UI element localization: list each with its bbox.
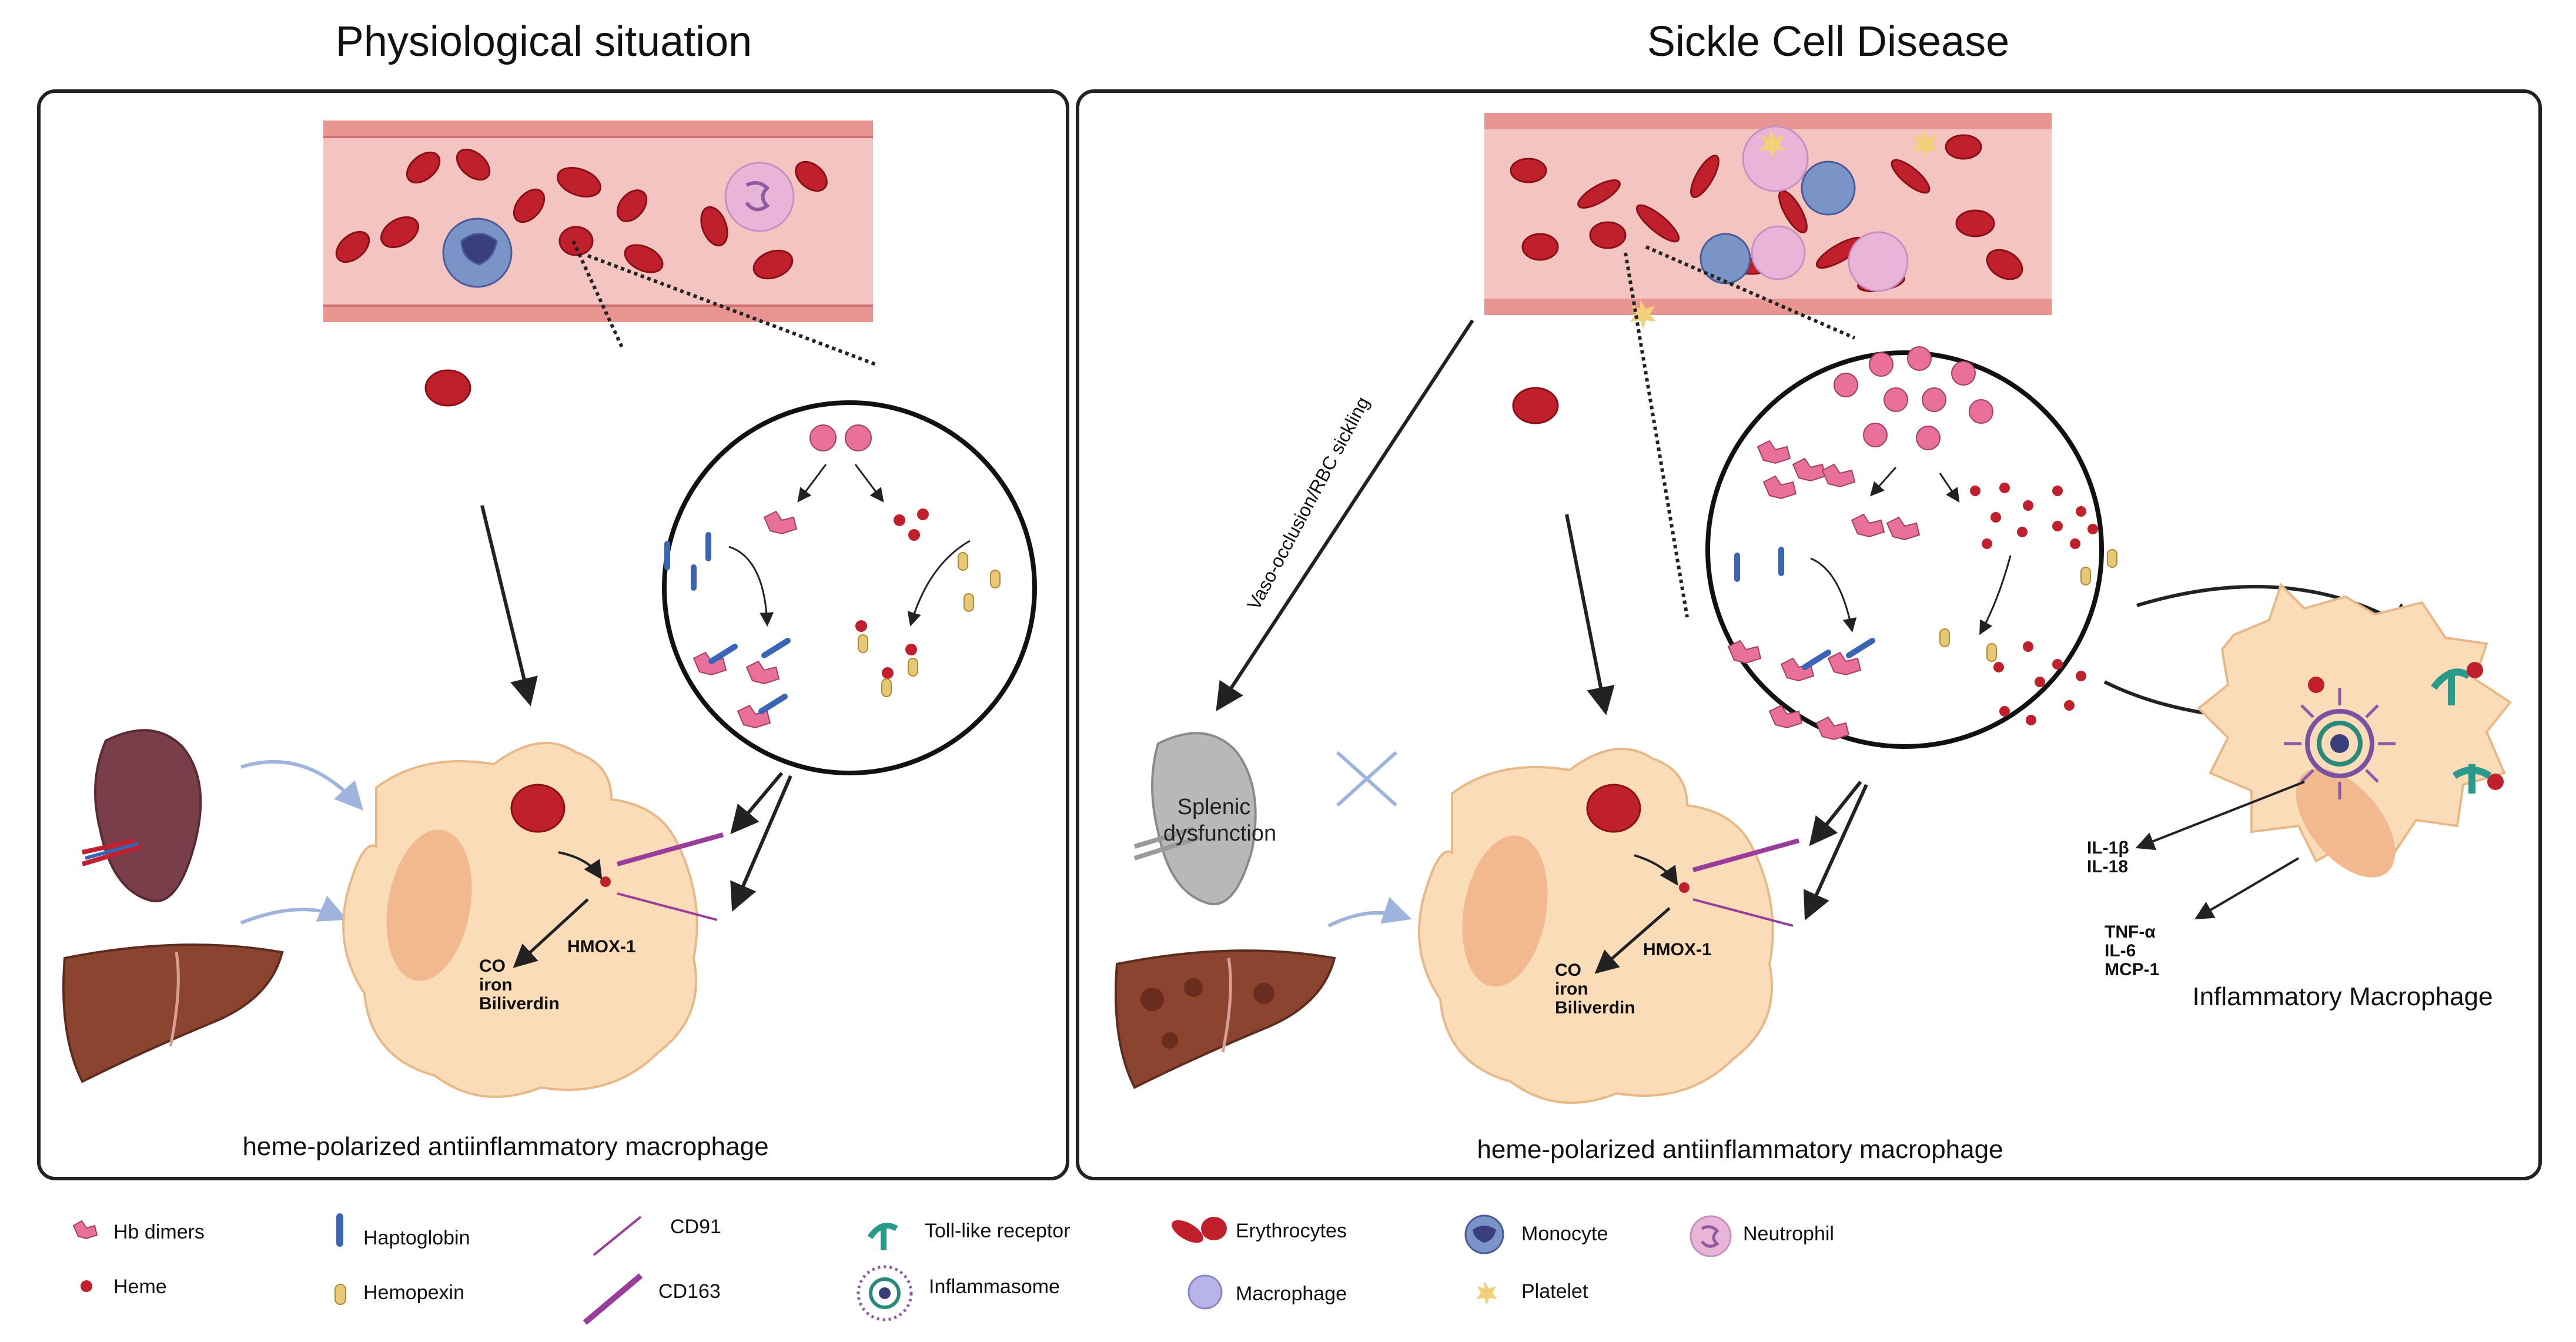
legend-cd91-label: CD91: [670, 1216, 721, 1238]
right-circle-arrow-1: [1809, 781, 1862, 846]
right-hmox-label: HMOX-1: [1643, 940, 1712, 959]
legend-tlr-icon: [867, 1223, 898, 1250]
left-hmox-label: HMOX-1: [567, 937, 636, 956]
right-free-rbc: [1512, 387, 1559, 424]
legend-cd91-icon: [593, 1216, 642, 1256]
right-liver-arrow: [1327, 896, 1412, 928]
right-zoom-circle: [1705, 346, 2117, 749]
legend-monocyte-label: Monocyte: [1521, 1223, 1608, 1245]
legend-hemopexin-label: Hemopexin: [363, 1281, 464, 1304]
left-zoom-circle: [662, 400, 1037, 775]
inflammatory-macrophage: [2197, 583, 2512, 878]
inflammatory-macrophage-label: Inflammatory Macrophage: [2192, 982, 2493, 1011]
left-iron-label: iron: [479, 975, 513, 995]
left-macrophage: [342, 742, 724, 1098]
right-biliverdin-label: Biliverdin: [1555, 998, 1635, 1018]
tnfa-label: TNF-α: [2105, 922, 2156, 942]
legend-macrophage-label: Macrophage: [1236, 1283, 1347, 1305]
il1b-label: IL-1β: [2087, 838, 2129, 858]
legend-neutrophil-icon: [1690, 1215, 1732, 1257]
left-circle-arrow-2: [730, 775, 792, 912]
left-panel-title: Physiological situation: [336, 18, 752, 65]
legend-hemopexin-icon: [334, 1284, 346, 1305]
legend-cd163-label: CD163: [658, 1280, 721, 1303]
left-zoom-line: [571, 240, 877, 366]
left-circle-arrow-1: [730, 772, 784, 835]
legend-neutrophil-label: Neutrophil: [1743, 1223, 1834, 1245]
legend-inflammasome-label: Inflammasome: [929, 1276, 1060, 1298]
right-down-arrow: [1565, 514, 1615, 715]
splenic-label-line2: dysfunction: [1163, 821, 1276, 846]
legend-platelet-icon: [1476, 1281, 1497, 1305]
il18-label: IL-18: [2087, 857, 2128, 876]
blocked-cross-icon: [1336, 751, 1398, 807]
right-co-label: CO: [1555, 961, 1581, 980]
legend-platelet-label: Platelet: [1521, 1280, 1588, 1303]
left-down-arrow: [480, 505, 538, 707]
legend-haptoglobin-label: Haptoglobin: [363, 1227, 470, 1249]
right-macrophage: [1418, 748, 1800, 1104]
spleen-dysfunction-icon: [1133, 732, 1257, 906]
vaso-occlusion-arrow: [1216, 319, 1474, 712]
right-panel-caption: heme-polarized antiinflammatory macropha…: [1477, 1135, 2003, 1164]
right-panel-title: Sickle Cell Disease: [1647, 18, 2009, 65]
il-arrow: [2135, 781, 2305, 851]
mcp1-label: MCP-1: [2105, 960, 2159, 979]
legend-tlr-label: Toll-like receptor: [925, 1220, 1070, 1242]
legend-heme-icon: [81, 1280, 92, 1292]
right-circle-arrow-2: [1804, 784, 1868, 921]
right-iron-label: iron: [1555, 979, 1588, 999]
right-blood-vessel: [1484, 113, 2052, 329]
legend-heme-label: Heme: [113, 1276, 167, 1298]
legend-inflammasome-icon: [857, 1265, 913, 1321]
left-spleen-icon: [81, 729, 202, 903]
left-spleen-arrow: [240, 759, 364, 811]
right-liver-icon: [1115, 949, 1336, 1089]
legend-erythrocytes-icon: [1172, 1217, 1227, 1243]
legend: Hb dimers Heme Haptoglobin Hemopexin CD9…: [72, 1213, 1834, 1325]
left-panel-frame: [37, 89, 1069, 1180]
left-panel-caption: heme-polarized antiinflammatory macropha…: [242, 1132, 768, 1161]
left-blood-vessel: [323, 121, 873, 322]
left-co-label: CO: [479, 956, 506, 976]
left-biliverdin-label: Biliverdin: [479, 994, 560, 1013]
legend-erythrocytes-label: Erythrocytes: [1236, 1220, 1347, 1242]
left-liver-icon: [62, 943, 284, 1083]
il6-label: IL-6: [2105, 941, 2136, 961]
tnf-arrow: [2194, 857, 2300, 920]
right-panel-frame: [1076, 89, 2542, 1180]
legend-hb-dimers-icon: [72, 1220, 98, 1240]
left-free-rbc: [424, 369, 471, 407]
legend-monocyte-icon: [1464, 1214, 1504, 1254]
right-zoom-line: [1624, 245, 1856, 618]
legend-macrophage-icon: [1187, 1274, 1223, 1310]
legend-cd163-icon: [583, 1273, 643, 1325]
legend-hb-dimers-label: Hb dimers: [113, 1221, 205, 1243]
left-liver-arrow: [240, 895, 348, 925]
splenic-label-line1: Splenic: [1177, 795, 1251, 819]
